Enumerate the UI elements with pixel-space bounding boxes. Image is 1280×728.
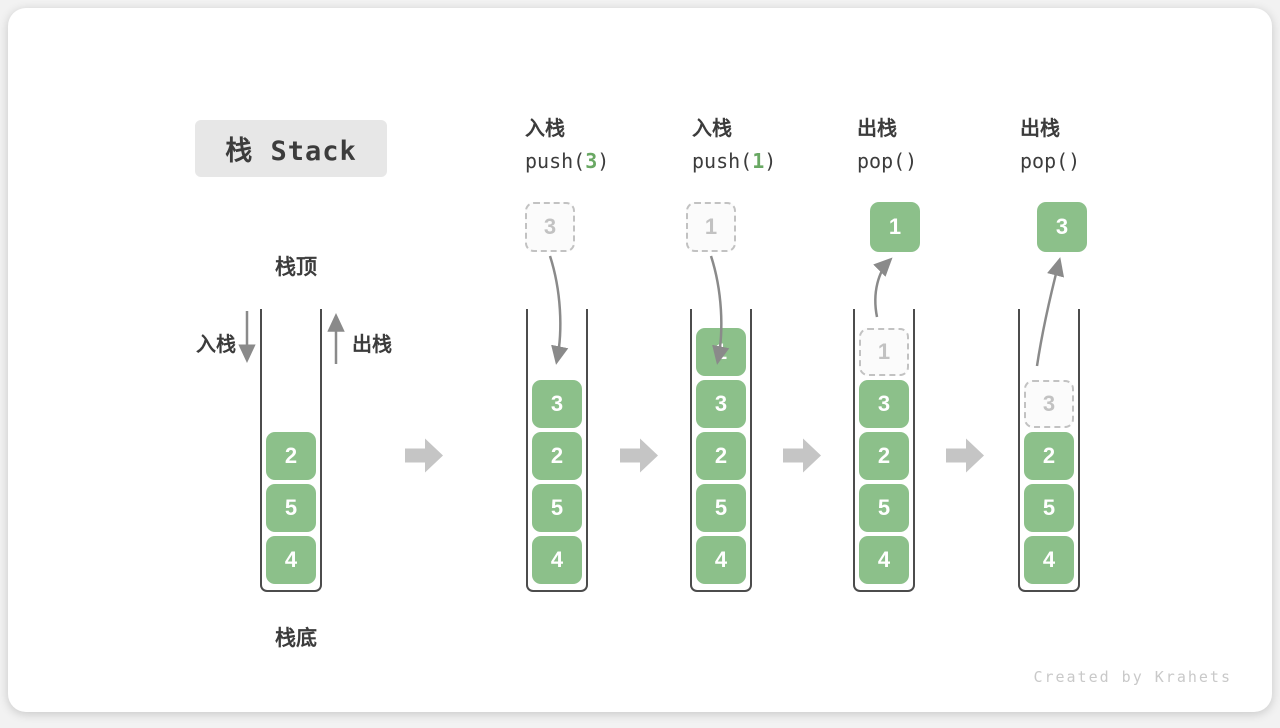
incoming-value: 1 xyxy=(704,214,718,239)
cell-value: 4 xyxy=(1042,547,1056,572)
operation-label-push-3: 入栈 push(3) xyxy=(525,116,665,176)
pop-direction-label: 出栈 xyxy=(352,328,392,357)
popped-value: 3 xyxy=(1055,214,1069,239)
cell-value: 1 xyxy=(714,339,728,364)
operation-code: pop() xyxy=(857,146,997,176)
code-arg: 3 xyxy=(585,149,598,173)
cell-value: 4 xyxy=(284,547,298,572)
operation-name: 入栈 xyxy=(692,118,732,140)
ghost-cell: 1 xyxy=(859,328,909,376)
cell-value: 2 xyxy=(877,443,891,468)
stack-cell: 4 xyxy=(532,536,582,584)
cell-value: 2 xyxy=(284,443,298,468)
stack-cell: 4 xyxy=(859,536,909,584)
stack-cell: 1 xyxy=(696,328,746,376)
stack-cell: 4 xyxy=(266,536,316,584)
stack-top-label: 栈顶 xyxy=(246,251,346,281)
stack-cell: 4 xyxy=(696,536,746,584)
stack-cell: 3 xyxy=(696,380,746,428)
operation-label-push-1: 入栈 push(1) xyxy=(692,116,832,176)
stack-cell: 2 xyxy=(266,432,316,480)
operation-name: 入栈 xyxy=(525,118,565,140)
cell-value: 3 xyxy=(714,391,728,416)
watermark-text: Created by Krahets xyxy=(1033,668,1232,686)
figure-card: 栈 Stack 入栈 push(3) 入栈 push(1) 出栈 pop() 出… xyxy=(8,8,1272,712)
cell-value: 3 xyxy=(550,391,564,416)
stack-cell: 4 xyxy=(1024,536,1074,584)
code-pre: pop( xyxy=(857,149,906,173)
cell-value: 5 xyxy=(877,495,891,520)
cell-value: 2 xyxy=(550,443,564,468)
operation-code: pop() xyxy=(1020,146,1160,176)
code-post: ) xyxy=(764,149,777,173)
incoming-value-box-1: 1 xyxy=(686,202,736,252)
cell-value: 3 xyxy=(877,391,891,416)
cell-value: 5 xyxy=(550,495,564,520)
stack-cell: 5 xyxy=(859,484,909,532)
figure-title-text: 栈 Stack xyxy=(225,136,357,167)
pop-text: 出栈 xyxy=(352,334,392,356)
stack-cell: 2 xyxy=(859,432,909,480)
stack-cell: 5 xyxy=(532,484,582,532)
cell-value: 5 xyxy=(714,495,728,520)
cell-value: 4 xyxy=(714,547,728,572)
stack-cell: 2 xyxy=(532,432,582,480)
popped-value: 1 xyxy=(888,214,902,239)
ghost-cell: 3 xyxy=(1024,380,1074,428)
figure-title: 栈 Stack xyxy=(195,120,387,177)
push-text: 入栈 xyxy=(196,334,236,356)
incoming-value: 3 xyxy=(543,214,557,239)
code-arg: 1 xyxy=(752,149,765,173)
operation-code: push(3) xyxy=(525,146,665,176)
step-arrow-icon xyxy=(620,438,658,473)
stack-cell: 2 xyxy=(1024,432,1074,480)
stack-bottom-text: 栈底 xyxy=(275,627,317,650)
code-post: ) xyxy=(905,149,918,173)
operation-label-pop-first: 出栈 pop() xyxy=(857,116,997,176)
ghost-value: 3 xyxy=(1042,391,1056,416)
stack-cell: 3 xyxy=(859,380,909,428)
stack-cell: 5 xyxy=(1024,484,1074,532)
popped-value-box-3: 3 xyxy=(1037,202,1087,252)
cell-value: 4 xyxy=(550,547,564,572)
operation-name: 出栈 xyxy=(1020,118,1060,140)
code-pre: pop( xyxy=(1020,149,1069,173)
step-arrow-icon xyxy=(405,438,443,473)
operation-label-pop-second: 出栈 pop() xyxy=(1020,116,1160,176)
cell-value: 5 xyxy=(1042,495,1056,520)
step-arrow-icon xyxy=(946,438,984,473)
operation-name: 出栈 xyxy=(857,118,897,140)
stack-cell: 5 xyxy=(266,484,316,532)
cell-value: 2 xyxy=(1042,443,1056,468)
code-pre: push( xyxy=(692,149,753,173)
push-direction-label: 入栈 xyxy=(196,328,236,357)
code-pre: push( xyxy=(525,149,586,173)
operation-code: push(1) xyxy=(692,146,832,176)
code-post: ) xyxy=(597,149,610,173)
watermark: Created by Krahets xyxy=(1033,668,1232,686)
cell-value: 2 xyxy=(714,443,728,468)
cell-value: 4 xyxy=(877,547,891,572)
step-arrow-icon xyxy=(783,438,821,473)
stack-cell: 3 xyxy=(532,380,582,428)
ghost-value: 1 xyxy=(877,339,891,364)
stack-cell: 2 xyxy=(696,432,746,480)
stack-cell: 5 xyxy=(696,484,746,532)
incoming-value-box-3: 3 xyxy=(525,202,575,252)
popped-value-box-1: 1 xyxy=(870,202,920,252)
code-post: ) xyxy=(1068,149,1081,173)
cell-value: 5 xyxy=(284,495,298,520)
stack-bottom-label: 栈底 xyxy=(246,622,346,652)
stack-top-text: 栈顶 xyxy=(275,256,317,279)
